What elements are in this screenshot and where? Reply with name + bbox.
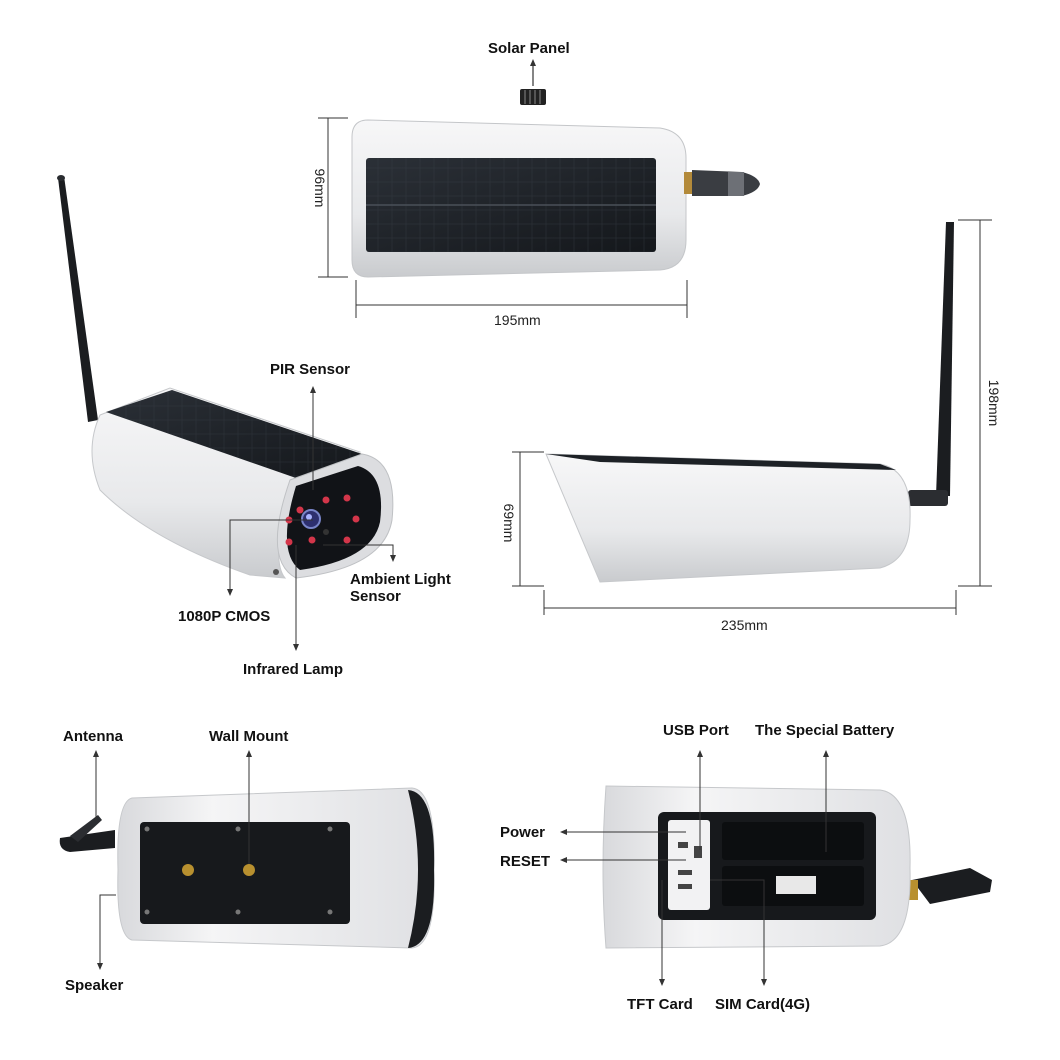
dim-top-height: 96mm <box>312 168 328 208</box>
label-cmos: 1080P CMOS <box>178 608 271 625</box>
label-reset: RESET <box>500 853 551 870</box>
label-wall-mount: Wall Mount <box>209 728 289 745</box>
top-view <box>318 59 760 318</box>
dim-side-height-body: 69mm <box>501 503 517 543</box>
dim-side-length: 235mm <box>721 617 768 633</box>
label-special-battery: The Special Battery <box>755 722 895 739</box>
label-infrared-lamp: Infrared Lamp <box>243 661 344 678</box>
label-tft-card: TFT Card <box>627 996 693 1013</box>
label-pir-sensor: PIR Sensor <box>270 361 351 378</box>
dim-side-height-total: 198mm <box>986 379 1002 427</box>
label-sim-card: SIM Card(4G) <box>715 996 811 1013</box>
battery-view <box>560 750 992 986</box>
label-ambient-light-line2: Sensor <box>350 588 401 605</box>
front-view <box>57 175 396 651</box>
solar-panel-icon <box>520 89 546 105</box>
dim-top-width: 195mm <box>494 312 541 328</box>
label-usb-port: USB Port <box>663 722 729 739</box>
side-view <box>512 219 992 615</box>
label-antenna: Antenna <box>63 728 123 745</box>
label-ambient-light-line1: Ambient Light <box>350 571 451 588</box>
label-speaker: Speaker <box>65 977 124 994</box>
label-solar-panel: Solar Panel <box>488 40 570 57</box>
label-power: Power <box>500 824 546 841</box>
back-view <box>59 750 435 970</box>
